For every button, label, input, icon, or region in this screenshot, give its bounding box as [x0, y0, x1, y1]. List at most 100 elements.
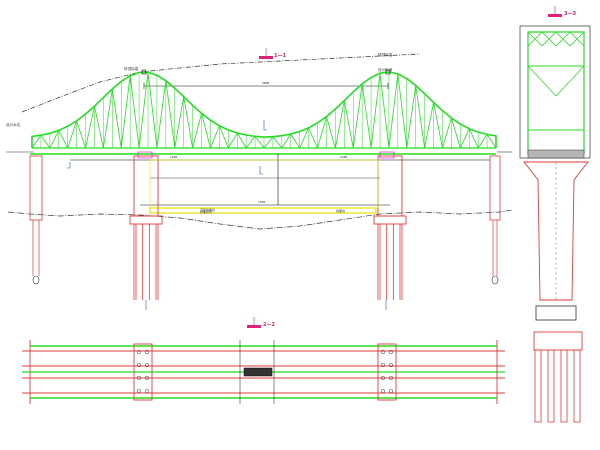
truss-diagonal	[227, 132, 238, 149]
xsec-brace	[555, 65, 585, 97]
plan-section-marker: 2—2	[247, 317, 275, 328]
plan-pile-circle	[136, 349, 142, 355]
truss-diagonal	[343, 100, 354, 149]
section-marker-icon	[548, 14, 562, 17]
truss-diagonal	[272, 136, 283, 149]
truss-diagonal	[129, 75, 140, 149]
elevation-view: 1—1 桥顶标高 桥顶标高 设计纵坡 设计水位 2000 1200 1200 1…	[6, 48, 513, 310]
plan-pile-circle	[136, 388, 142, 394]
truss-diagonal	[290, 133, 301, 149]
truss-diagonal	[201, 113, 211, 149]
elevation-markers	[67, 120, 387, 310]
plan-center-joint	[243, 367, 273, 377]
plan-section-tag: 2—2	[263, 322, 275, 328]
truss-diagonal	[58, 130, 69, 149]
plan-pile-circle	[388, 362, 394, 368]
truss-diagonal	[85, 106, 95, 149]
cross-section-drawing	[519, 25, 591, 423]
section-marker-icon	[247, 325, 261, 328]
plan-pile-circle	[380, 388, 386, 394]
plan-pier-block	[377, 343, 397, 401]
pile-tip	[32, 275, 40, 285]
xsec-brace	[555, 31, 571, 47]
bearing-block	[379, 151, 395, 159]
truss-diagonal	[94, 106, 104, 149]
plan-pile-circle	[388, 375, 394, 381]
truss-diagonal	[317, 116, 327, 149]
truss-diagonal	[219, 125, 229, 149]
xsec-deck-slab	[527, 149, 585, 159]
truss-diagonal	[459, 128, 470, 149]
truss-diagonal	[397, 73, 408, 149]
truss-diagonal	[183, 96, 194, 149]
plan-pile-circle	[144, 375, 150, 381]
truss-diagonal	[76, 120, 86, 149]
dim-top-1: 1200	[170, 155, 177, 159]
plan-pile-circle	[380, 362, 386, 368]
truss-diagonal	[299, 127, 309, 149]
plan-pile-circle	[144, 349, 150, 355]
bearing-block	[137, 151, 153, 159]
riverbed-line	[7, 209, 513, 230]
truss-diagonal	[424, 102, 434, 149]
xsec-outer-frame	[519, 25, 591, 159]
crown-node	[141, 69, 147, 75]
plan-pile-circle	[136, 362, 142, 368]
truss-diagonal	[442, 117, 452, 149]
green-truss	[31, 69, 497, 149]
top-dimension: 2000	[143, 81, 389, 89]
xsec-brace	[527, 65, 557, 97]
xsec-pile-cap	[533, 331, 583, 351]
xsec-brace	[569, 31, 585, 47]
truss-diagonal	[415, 85, 426, 149]
section-marker-icon	[259, 56, 273, 59]
truss-diagonal	[192, 113, 202, 149]
truss-diagonal	[334, 100, 345, 149]
truss-diagonal	[120, 75, 131, 149]
elevation-marker-icon	[67, 162, 71, 169]
bottom-label: 桥面标高	[200, 209, 212, 214]
plan-pile-circle	[388, 388, 394, 394]
dim-bottom-2: 1350	[258, 200, 265, 204]
truss-diagonal	[406, 85, 417, 149]
top-span-dim: 2000	[262, 81, 269, 85]
elevation-section-marker: 1—1	[259, 48, 286, 59]
truss-diagonal	[174, 96, 185, 149]
truss-diagonal	[451, 117, 461, 149]
xsec-truss-frame	[527, 31, 585, 155]
crown-node	[385, 69, 391, 75]
truss-diagonal	[49, 130, 60, 149]
xsec-bearing	[535, 305, 577, 321]
truss-diagonal	[379, 73, 390, 149]
xsec-brace	[527, 31, 543, 47]
truss-diagonal	[165, 80, 176, 149]
crown-profile-line	[21, 53, 421, 113]
cross-section-view: 3—3	[519, 6, 591, 423]
main-pier-column	[133, 155, 159, 217]
plan-pile-circle	[136, 375, 142, 381]
truss-diagonal	[102, 88, 113, 149]
plan-view: 2—2	[22, 317, 505, 404]
elevation-marker-icon	[259, 166, 263, 175]
truss-diagonal	[263, 136, 274, 149]
truss-diagonal	[468, 128, 479, 149]
frame-outline	[149, 159, 379, 209]
xsec-brace	[541, 31, 557, 47]
crown-label-right-1: 桥顶标高	[378, 52, 393, 57]
truss-diagonal	[352, 83, 363, 149]
water-label-left: 设计水位	[6, 122, 21, 127]
piers	[29, 151, 501, 300]
truss-diagonal	[147, 72, 158, 149]
pier-cap	[373, 215, 407, 225]
abutment	[29, 155, 43, 221]
ground-label-right: 地面线	[336, 208, 345, 213]
truss-diagonal	[40, 134, 51, 149]
crown-label-left: 桥顶标高	[124, 66, 139, 71]
cross-section-marker: 3—3	[548, 6, 576, 17]
truss-diagonal	[281, 133, 292, 149]
xsec-pier-shaft	[523, 161, 589, 301]
xsec-pile	[534, 349, 542, 423]
crown-label-right-2: 设计纵坡	[378, 67, 393, 72]
xsec-pile	[560, 349, 568, 423]
plan-pile-circle	[144, 388, 150, 394]
